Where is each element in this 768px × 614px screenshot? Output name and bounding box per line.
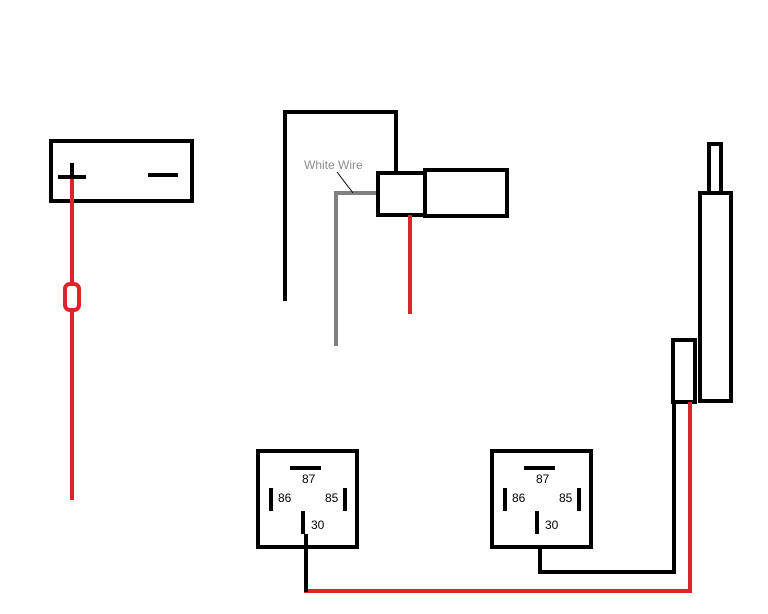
actuator — [671, 142, 733, 404]
relay-left-pin30-label: 30 — [311, 518, 325, 532]
connector — [376, 168, 509, 218]
white-wire-leader — [336, 171, 354, 194]
actuator-body — [698, 191, 733, 403]
relay-right-pin85-label: 85 — [559, 491, 573, 505]
white-wire — [334, 191, 378, 346]
relay-right-pin87-label: 87 — [536, 472, 550, 486]
relay-right-pin30-label: 30 — [545, 518, 559, 532]
connector-plug — [376, 171, 427, 217]
relay-left-pin86-label: 86 — [278, 491, 292, 505]
black-wire-loop — [283, 110, 398, 301]
connector-housing — [423, 168, 509, 218]
actuator-red-wire — [304, 402, 692, 593]
fuse-icon — [63, 282, 81, 312]
battery-positive-wire — [63, 179, 81, 500]
battery-body — [49, 139, 194, 203]
actuator-rod — [707, 142, 723, 196]
white-wire-label: White Wire — [304, 158, 363, 172]
relay-left-pin85-label: 85 — [325, 491, 339, 505]
relay-left-pin87-label: 87 — [302, 472, 316, 486]
actuator-side-box — [671, 338, 697, 404]
relay-right: 87 86 85 30 — [490, 449, 593, 549]
relay-right-pin86-label: 86 — [512, 491, 526, 505]
relay-left: 87 86 85 30 — [256, 449, 359, 549]
